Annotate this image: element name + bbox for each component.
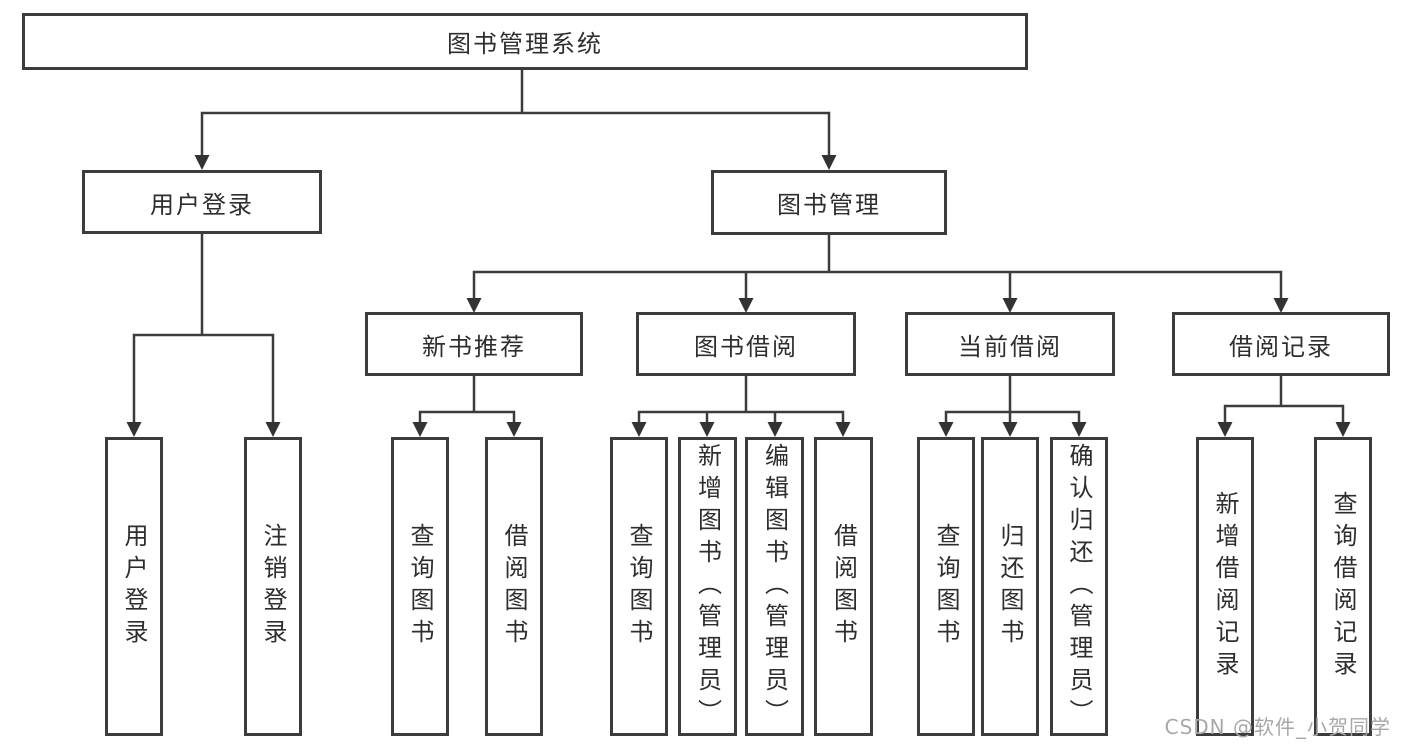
leaf-logout: 注销登录 xyxy=(244,437,302,736)
node-new-book-recommend: 新书推荐 xyxy=(365,312,583,376)
leaf-current-query-books: 查询图书 xyxy=(917,437,975,736)
leaf-borrowing-borrow-books: 借阅图书 xyxy=(814,437,873,736)
leaf-borrowing-query-books: 查询图书 xyxy=(610,437,668,736)
node-root-system: 图书管理系统 xyxy=(22,13,1028,70)
leaf-newbook-query-books: 查询图书 xyxy=(391,437,449,736)
leaf-records-add-record: 新增借阅记录 xyxy=(1196,437,1254,736)
leaf-current-confirm-return-admin: 确认归还（管理员） xyxy=(1050,437,1108,736)
leaf-newbook-borrow-books: 借阅图书 xyxy=(485,437,543,736)
leaf-borrowing-edit-books-admin: 编辑图书（管理员） xyxy=(745,437,804,736)
node-book-borrowing: 图书借阅 xyxy=(636,312,856,376)
connector-shafts xyxy=(132,67,1345,427)
leaf-current-return-books: 归还图书 xyxy=(981,437,1039,736)
node-user-login: 用户登录 xyxy=(82,170,322,234)
node-book-management: 图书管理 xyxy=(711,170,947,235)
connector-arrowheads xyxy=(126,155,1351,437)
csdn-watermark: CSDN @软件_小贺同学 xyxy=(1164,715,1391,739)
node-current-borrowing: 当前借阅 xyxy=(905,312,1115,376)
leaf-user-login: 用户登录 xyxy=(105,437,163,736)
node-borrowing-records: 借阅记录 xyxy=(1172,312,1390,376)
leaf-borrowing-add-books-admin: 新增图书（管理员） xyxy=(678,437,737,736)
leaf-records-query-record: 查询借阅记录 xyxy=(1314,437,1372,736)
